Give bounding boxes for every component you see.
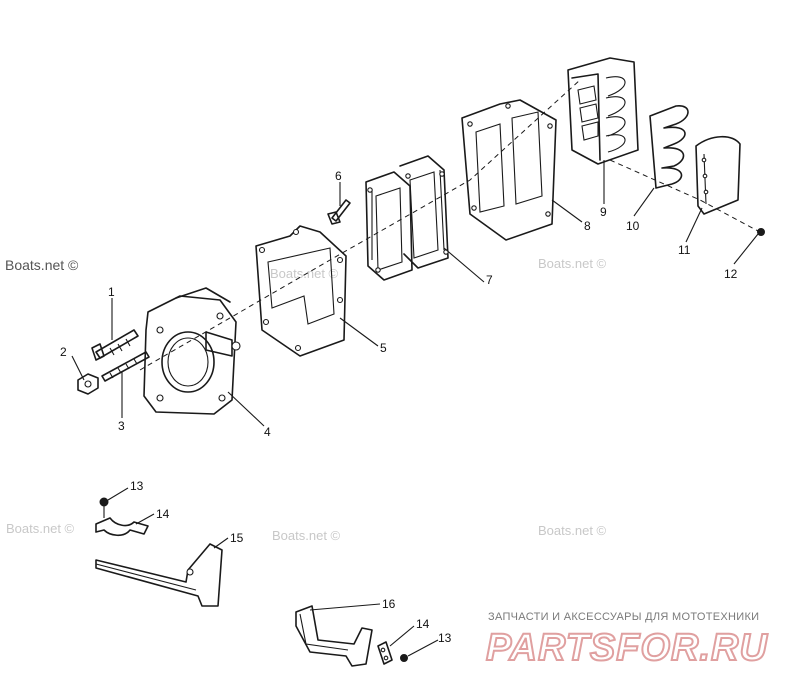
part-13-screw-lower — [400, 654, 408, 662]
part-2-nut — [77, 373, 99, 395]
logo-tagline: ЗАПЧАСТИ И АКСЕССУАРЫ ДЛЯ МОТОТЕХНИКИ — [488, 611, 759, 623]
partsfor-logo: ЗАПЧАСТИ И АКСЕССУАРЫ ДЛЯ МОТОТЕХНИКИ PA… — [485, 611, 768, 670]
callout-14-lower: 14 — [416, 617, 430, 631]
callout-1: 1 — [108, 285, 115, 299]
watermark-bottom-right: Boats.net © — [538, 523, 607, 538]
callout-2: 2 — [60, 345, 67, 359]
part-11-reed-stop — [695, 135, 741, 215]
callout-14-upper: 14 — [156, 507, 170, 521]
callout-15: 16 — [382, 597, 396, 611]
callout-12: 12 — [724, 267, 738, 281]
part-15-bracket — [295, 605, 373, 667]
callout-5: 5 — [380, 341, 387, 355]
watermark-mid-right: Boats.net © — [538, 256, 607, 271]
callout-10: 10 — [626, 219, 640, 233]
callout-8: 8 — [584, 219, 591, 233]
callout-7: 7 — [486, 273, 493, 287]
callout-labels: 1 2 3 4 5 6 7 8 9 10 11 12 13 14 15 16 1… — [60, 169, 738, 645]
part-9-reed-cage — [567, 57, 639, 165]
part-5-gasket — [255, 225, 347, 357]
part-12-screw — [757, 228, 765, 236]
callout-4: 4 — [264, 425, 271, 439]
callout-13-lower: 13 — [438, 631, 452, 645]
callout-9: 9 — [600, 205, 607, 219]
part-8-gasket — [461, 99, 557, 241]
part-1-bolt — [91, 329, 139, 361]
part-7-reed-frame — [365, 155, 449, 281]
watermark-bottom-left: Boats.net © — [6, 521, 75, 536]
callout-3: 3 — [118, 419, 125, 433]
part-14-clamp-upper — [95, 517, 149, 537]
assembly-axis-line — [139, 79, 761, 371]
part-6-screw — [327, 199, 351, 225]
part-13-screw-upper — [99, 497, 109, 518]
leader-lines — [71, 160, 759, 657]
callout-13-upper: 13 — [130, 479, 144, 493]
part-4-adapter-plate — [143, 287, 241, 415]
callout-6: 6 — [335, 169, 342, 183]
callout-11: 11 — [678, 243, 691, 257]
watermark-bottom-mid: Boats.net © — [272, 528, 341, 543]
part-14-clamp-lower — [377, 641, 393, 665]
watermark-mid-left: Boats.net © — [270, 266, 339, 281]
watermark-left: Boats.net © — [5, 257, 79, 273]
callout-16: 15 — [230, 531, 244, 545]
logo-brand: PARTSFOR.RU — [486, 627, 768, 669]
part-3-stud — [101, 351, 150, 382]
part-16-bracket — [95, 543, 223, 607]
part-10-reed-petal — [649, 105, 689, 189]
